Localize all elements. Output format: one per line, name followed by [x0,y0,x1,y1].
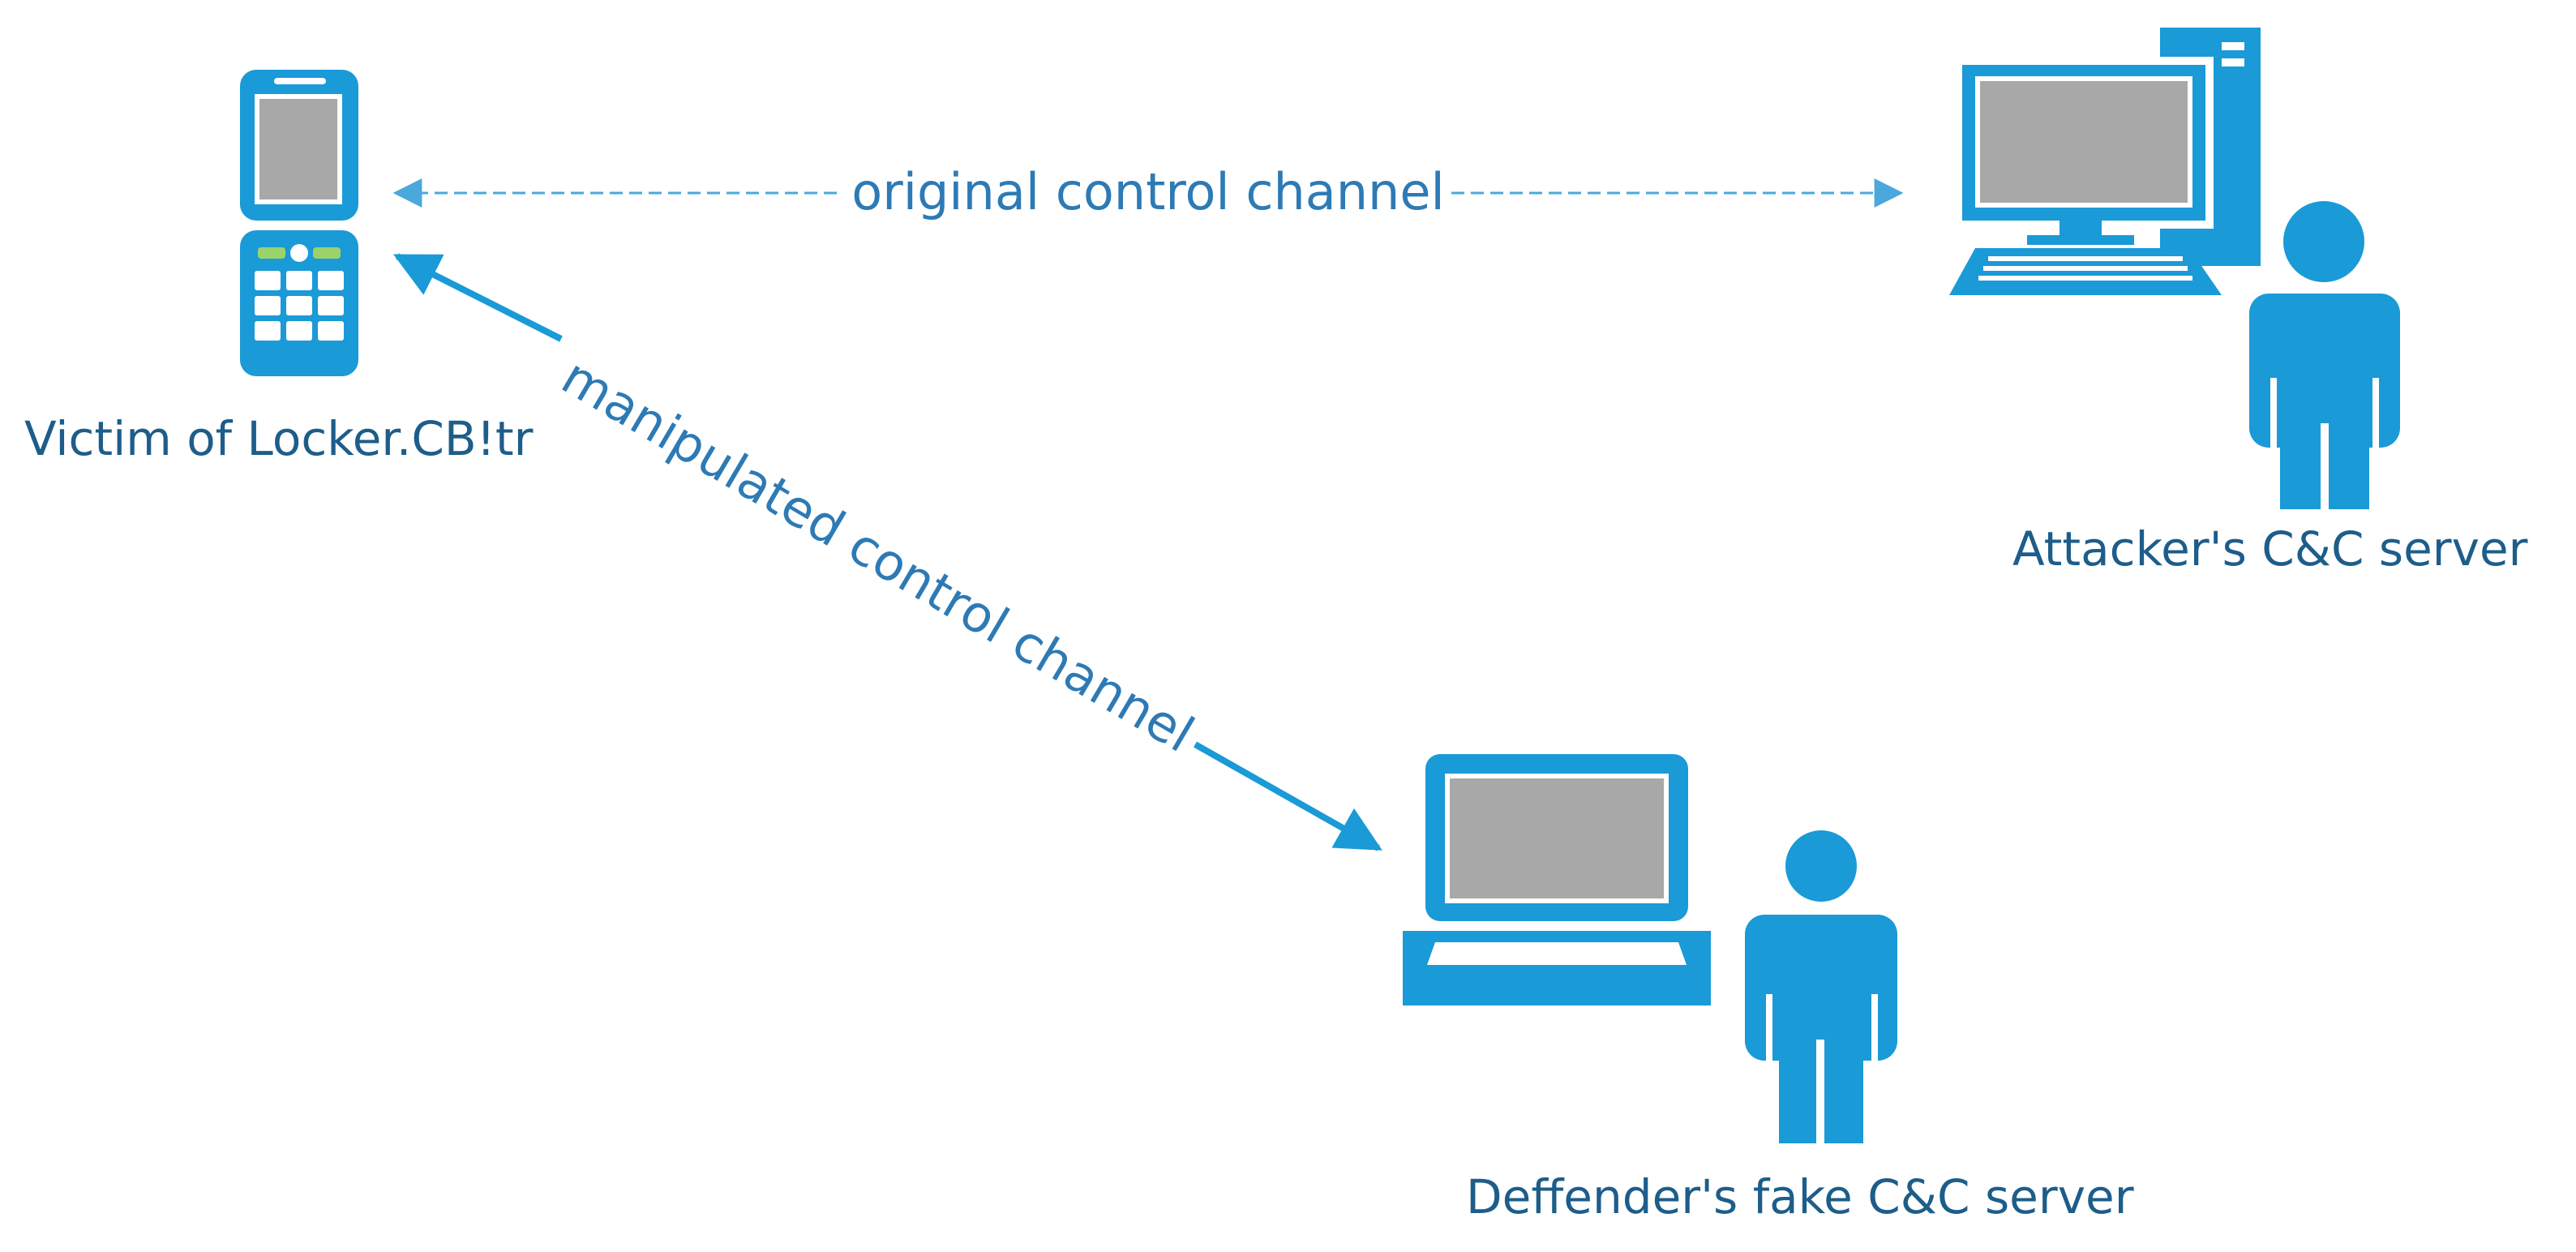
manipulated-channel-label: manipulated control channel [552,346,1204,764]
defender-label: Deffender's fake C&C server [1466,1169,2134,1224]
person-icon [1745,830,1897,1143]
desktop-computer-icon [1949,28,2261,295]
original-channel-label: original control channel [851,162,1444,221]
victim-node: Victim of Locker.CB!tr [24,70,534,466]
defender-node: Deffender's fake C&C server [1403,754,2134,1224]
laptop-icon [1403,754,1711,1005]
attacker-label: Attacker's C&C server [2012,521,2528,577]
manipulated-channel-edge: manipulated control channel [393,253,1382,851]
flip-phone-icon [240,70,358,376]
attacker-node: Attacker's C&C server [1949,28,2528,577]
original-channel-edge: original control channel [392,162,1904,221]
person-icon [2249,201,2400,509]
victim-label: Victim of Locker.CB!tr [24,411,534,466]
